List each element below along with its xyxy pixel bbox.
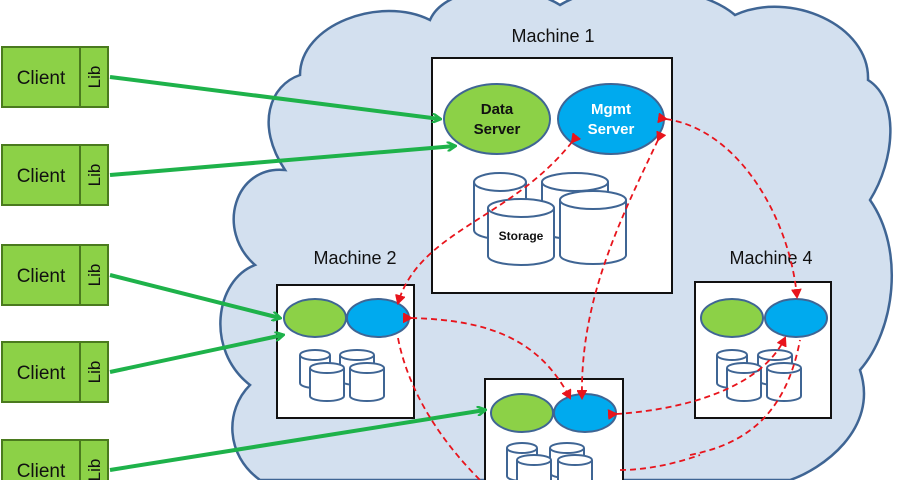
client-label: Client — [17, 266, 66, 287]
machine-2-title: Machine 2 — [313, 248, 396, 268]
data-server-line1: Data — [481, 101, 514, 118]
data-server-line2: Server — [474, 121, 521, 138]
data-server-node[interactable] — [283, 298, 347, 338]
client-box[interactable]: Client Lib — [1, 244, 109, 306]
storage-icon — [299, 349, 385, 402]
connection-arrow — [109, 410, 485, 472]
mgmt-server-node[interactable] — [764, 298, 828, 338]
client-box[interactable]: Client Lib — [1, 439, 109, 480]
replication-arrow — [398, 142, 572, 303]
client-list: Client Lib Client Lib Client Lib Client … — [1, 46, 109, 480]
replication-arrow — [666, 119, 797, 297]
mgmt-server-line1: Mgmt — [591, 101, 631, 118]
client-box[interactable]: Client Lib — [1, 46, 109, 108]
client-label: Client — [17, 363, 66, 384]
client-label: Client — [17, 166, 66, 187]
client-label: Client — [17, 68, 66, 89]
machine-1: Machine 1 Data Server Mgmt Server Storag… — [431, 26, 673, 294]
replication-arrow — [411, 318, 570, 398]
replication-arrow — [616, 338, 785, 414]
replication-arrow — [582, 140, 658, 398]
replication-arrow — [397, 337, 481, 480]
replication-arrow — [619, 454, 701, 471]
machine-1-title: Machine 1 — [511, 26, 594, 46]
connection-arrow — [109, 75, 440, 119]
client-connections — [109, 75, 485, 472]
connection-arrow — [109, 273, 280, 318]
lib-label: Lib — [85, 264, 104, 287]
storage-icon — [716, 349, 802, 402]
mgmt-replication-links — [398, 119, 800, 480]
data-server-node[interactable]: Data Server — [443, 83, 551, 155]
mgmt-server-node[interactable]: Mgmt Server — [557, 83, 665, 155]
mgmt-server-line2: Server — [588, 121, 635, 138]
data-server-node[interactable] — [490, 393, 554, 433]
data-server-node[interactable] — [700, 298, 764, 338]
lib-label: Lib — [85, 164, 104, 187]
client-box[interactable]: Client Lib — [1, 341, 109, 403]
machine-3 — [484, 378, 624, 480]
connection-arrow — [109, 335, 283, 374]
lib-label: Lib — [85, 66, 104, 89]
client-box[interactable]: Client Lib — [1, 144, 109, 206]
machine-4-title: Machine 4 — [729, 248, 812, 268]
mgmt-server-node[interactable] — [553, 393, 617, 433]
storage-icon — [506, 442, 593, 480]
storage-label: Storage — [499, 229, 544, 243]
mgmt-server-node[interactable] — [346, 298, 410, 338]
storage-icon — [473, 172, 627, 266]
lib-label: Lib — [85, 459, 104, 480]
client-label: Client — [17, 461, 66, 480]
lib-label: Lib — [85, 361, 104, 384]
machine-2: Machine 2 — [276, 248, 415, 419]
replication-arrow — [689, 339, 801, 456]
